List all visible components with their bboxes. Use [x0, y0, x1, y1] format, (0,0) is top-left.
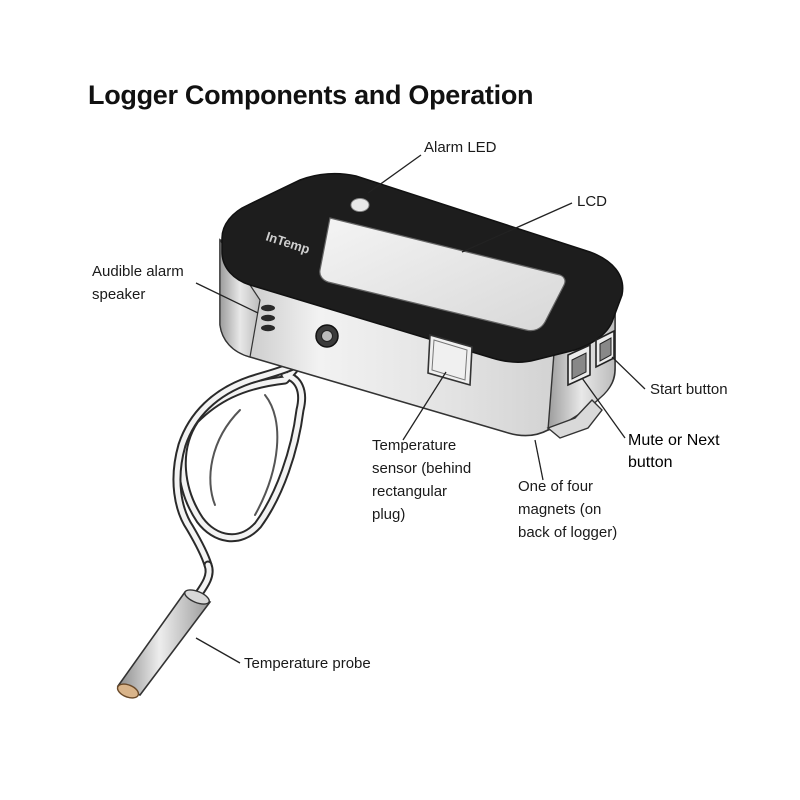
label-temperature-probe: Temperature probe: [244, 655, 371, 672]
probe-cable: [172, 340, 325, 600]
diagram-title: Logger Components and Operation: [88, 80, 534, 110]
leader-lines: [195, 154, 646, 664]
label-alarm-led: Alarm LED: [424, 139, 497, 156]
temperature-probe: [116, 589, 212, 699]
label-magnets: One of four magnets (on back of logger): [518, 478, 618, 541]
label-temperature-sensor: Temperature sensor (behind rectangular p…: [372, 437, 472, 523]
label-lcd: LCD: [577, 193, 608, 210]
label-mute-next-button: Mute or Next button: [628, 432, 720, 471]
logger-body: [219, 172, 624, 439]
label-start-button: Start button: [650, 381, 728, 398]
label-speaker: Audible alarm speaker: [92, 263, 184, 303]
speaker-slots: [261, 304, 275, 332]
